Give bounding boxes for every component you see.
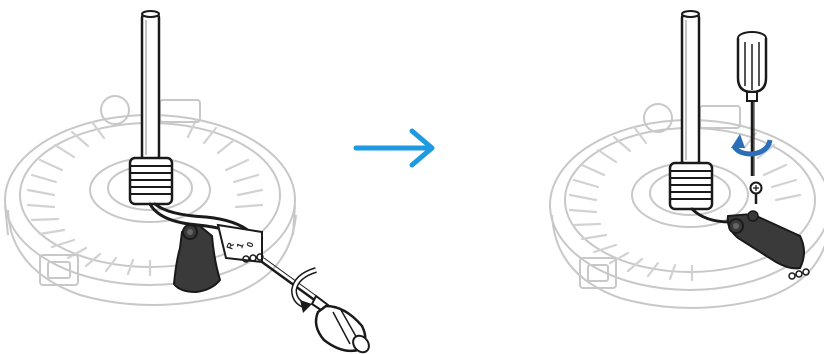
antenna-threaded-collar [670, 163, 712, 209]
step-after-panel [540, 0, 824, 354]
device-after-illustration [540, 0, 824, 354]
pcb-tab: R 1 0 [218, 225, 263, 262]
rotate-arrow-icon [294, 270, 316, 313]
screw [751, 183, 762, 205]
rear-connector [580, 104, 740, 288]
antenna [682, 11, 699, 167]
step-before-panel: R 1 0 [0, 0, 380, 354]
step-transition-arrow [350, 125, 450, 175]
screwdriver-icon [262, 258, 372, 354]
cable-cover-installed [728, 211, 804, 268]
antenna-threaded-collar [130, 158, 172, 204]
right-arrow-icon [350, 125, 450, 175]
cable-cover-loose [174, 225, 220, 292]
device-before-illustration: R 1 0 [0, 0, 380, 354]
antenna [142, 11, 159, 162]
